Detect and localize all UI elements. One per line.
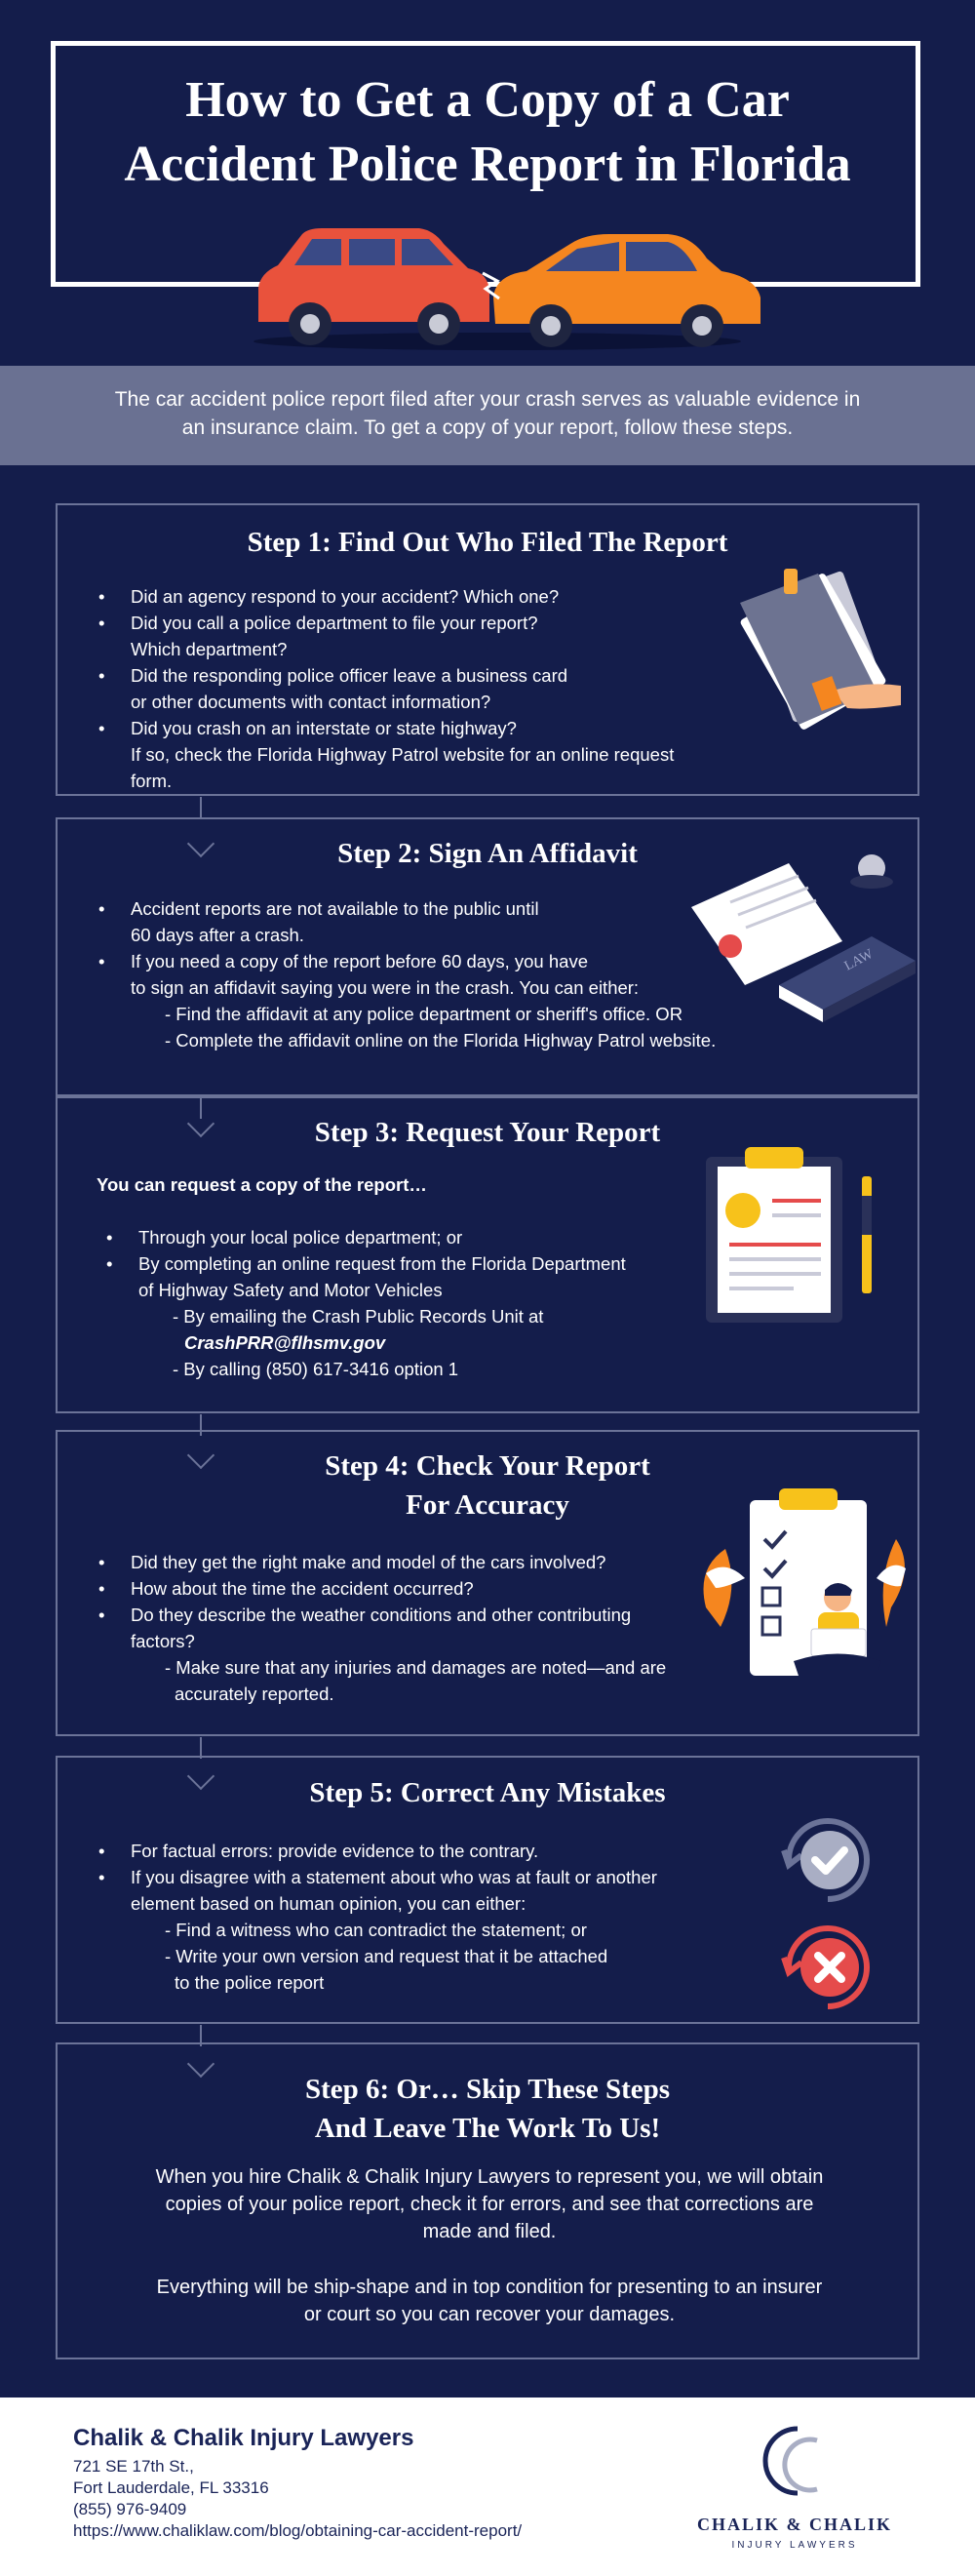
title-line-1: How to Get a Copy of a Car — [185, 72, 790, 128]
step-5-title: Step 5: Correct Any Mistakes — [309, 1777, 666, 1808]
step-4-box: Step 4: Check Your Report For Accuracy D… — [56, 1430, 919, 1736]
list-item: If you need a copy of the report before … — [97, 948, 721, 974]
firm-name: Chalik & Chalik Injury Lawyers — [73, 2425, 414, 2451]
list-item-cont: Which department? — [131, 639, 288, 659]
list-item-cont: to sign an affidavit saying you were in … — [131, 977, 640, 998]
list-item-cont: 60 days after a crash. — [131, 925, 304, 945]
intro-band — [0, 366, 975, 465]
step-1-title: Step 1: Find Out Who Filed The Report — [247, 527, 728, 558]
checklist-person-icon — [703, 1488, 906, 1676]
sub-item: - Find a witness who can contradict the … — [165, 1920, 587, 1940]
cross-circle-icon — [781, 1925, 870, 2009]
list-item: Did you call a police department to file… — [97, 610, 701, 636]
list-item: Through your local police department; or — [104, 1224, 709, 1250]
list-item: For factual errors: provide evidence to … — [97, 1838, 740, 1864]
paragraph-line: or court so you can recover your damages… — [303, 2304, 676, 2325]
paragraph-line: made and filed. — [422, 2221, 557, 2242]
chalik-logo-mark — [762, 2426, 818, 2496]
footer — [0, 2398, 975, 2576]
step-3-box: Step 3: Request Your Report You can requ… — [56, 1096, 919, 1413]
connector — [200, 1737, 202, 1759]
list-item-cont: If so, check the Florida Highway Patrol … — [131, 744, 675, 791]
list-item: Do they describe the weather conditions … — [97, 1602, 721, 1628]
connector — [200, 1097, 202, 1119]
affidavit-law-book-icon: LAW — [691, 854, 916, 1022]
step-3-title: Step 3: Request Your Report — [314, 1117, 661, 1148]
intro-line-1: The car accident police report filed aft… — [114, 388, 861, 411]
sub-item-cont: to the police report — [175, 1972, 325, 1993]
list-item: How about the time the accident occurred… — [97, 1575, 721, 1602]
connector — [200, 1414, 202, 1436]
crashed-cars-illustration — [254, 228, 760, 350]
sub-item: - Write your own version and request tha… — [165, 1946, 608, 1966]
intro-text: The car accident police report filed aft… — [58, 385, 916, 442]
step-1-list: Did an agency respond to your accident? … — [97, 583, 701, 794]
step-5-list: For factual errors: provide evidence to … — [97, 1838, 740, 1996]
title-line-2: Accident Police Report in Florida — [124, 137, 851, 192]
intro-line-2: an insurance claim. To get a copy of you… — [181, 416, 794, 439]
list-item: Did you crash on an interstate or state … — [97, 715, 701, 741]
step-3-list: You can request a copy of the report… Th… — [97, 1171, 709, 1382]
sub-item: - Make sure that any injuries and damage… — [165, 1657, 667, 1678]
list-item-cont: element based on human opinion, you can … — [131, 1893, 526, 1914]
list-item: Did the responding police officer leave … — [97, 662, 701, 689]
step-4-list: Did they get the right make and model of… — [97, 1549, 721, 1707]
source-url-link[interactable]: https://www.chaliklaw.com/blog/obtaining… — [73, 2521, 523, 2540]
list-item-cont: or other documents with contact informat… — [131, 692, 491, 712]
list-item: By completing an online request from the… — [104, 1250, 709, 1277]
sub-item: - Find the affidavit at any police depar… — [165, 1004, 683, 1024]
paragraph-line: Everything will be ship-shape and in top… — [156, 2277, 823, 2298]
list-item: Accident reports are not available to th… — [97, 895, 721, 922]
list-item: Did they get the right make and model of… — [97, 1549, 721, 1575]
check-circle-icon — [781, 1818, 870, 1902]
step-6-title: Step 6: Or… Skip These Steps And Leave T… — [58, 2070, 917, 2148]
step-1-box: Step 1: Find Out Who Filed The Report Di… — [56, 503, 919, 796]
paragraph-line: copies of your police report, check it f… — [165, 2194, 814, 2215]
address-street: 721 SE 17th St., — [73, 2457, 194, 2476]
paragraph-line: When you hire Chalik & Chalik Injury Law… — [155, 2166, 824, 2188]
phone-number[interactable]: (855) 976-9409 — [73, 2500, 187, 2518]
step-4-title-line-1: Step 4: Check Your Report — [325, 1450, 650, 1482]
sub-item: - Complete the affidavit online on the F… — [165, 1030, 717, 1050]
orange-car-icon — [493, 234, 760, 347]
sub-item: - By calling (850) 617-3416 option 1 — [173, 1359, 459, 1379]
list-item-cont: factors? — [131, 1631, 195, 1651]
step-6-paragraph-1: When you hire Chalik & Chalik Injury Law… — [58, 2163, 921, 2245]
sub-item-cont: accurately reported. — [175, 1684, 334, 1704]
connector — [200, 797, 202, 818]
step-5-box: Step 5: Correct Any Mistakes For factual… — [56, 1756, 919, 2024]
step-6-box: Step 6: Or… Skip These Steps And Leave T… — [56, 2042, 919, 2359]
step-6-paragraph-2: Everything will be ship-shape and in top… — [58, 2274, 921, 2328]
address-city: Fort Lauderdale, FL 33316 — [73, 2478, 269, 2497]
step-4-title-line-2: For Accuracy — [406, 1489, 569, 1521]
step-2-list: Accident reports are not available to th… — [97, 895, 721, 1053]
red-car-icon — [258, 228, 489, 345]
step-6-title-line-1: Step 6: Or… Skip These Steps — [304, 2074, 671, 2105]
folder-documents-icon — [740, 569, 901, 730]
step-3-lead: You can request a copy of the report… — [97, 1174, 427, 1195]
step-4-title: Step 4: Check Your Report For Accuracy — [58, 1447, 917, 1525]
connector — [200, 2025, 202, 2046]
list-item: If you disagree with a statement about w… — [97, 1864, 740, 1890]
step-2-box: Step 2: Sign An Affidavit Accident repor… — [56, 817, 919, 1096]
logo-name: CHALIK & CHALIK — [696, 2515, 892, 2534]
list-item-cont: of Highway Safety and Motor Vehicles — [138, 1280, 443, 1300]
step-2-title: Step 2: Sign An Affidavit — [337, 838, 638, 869]
step-6-title-line-2: And Leave The Work To Us! — [314, 2113, 661, 2144]
email-link[interactable]: CrashPRR@flhsmv.gov — [184, 1332, 386, 1353]
page-title: How to Get a Copy of a Car Accident Poli… — [58, 68, 916, 197]
clipboard-report-icon — [706, 1147, 872, 1323]
sub-item: - By emailing the Crash Public Records U… — [173, 1306, 544, 1327]
list-item: Did an agency respond to your accident? … — [97, 583, 701, 610]
logo-tagline: INJURY LAWYERS — [731, 2540, 858, 2551]
